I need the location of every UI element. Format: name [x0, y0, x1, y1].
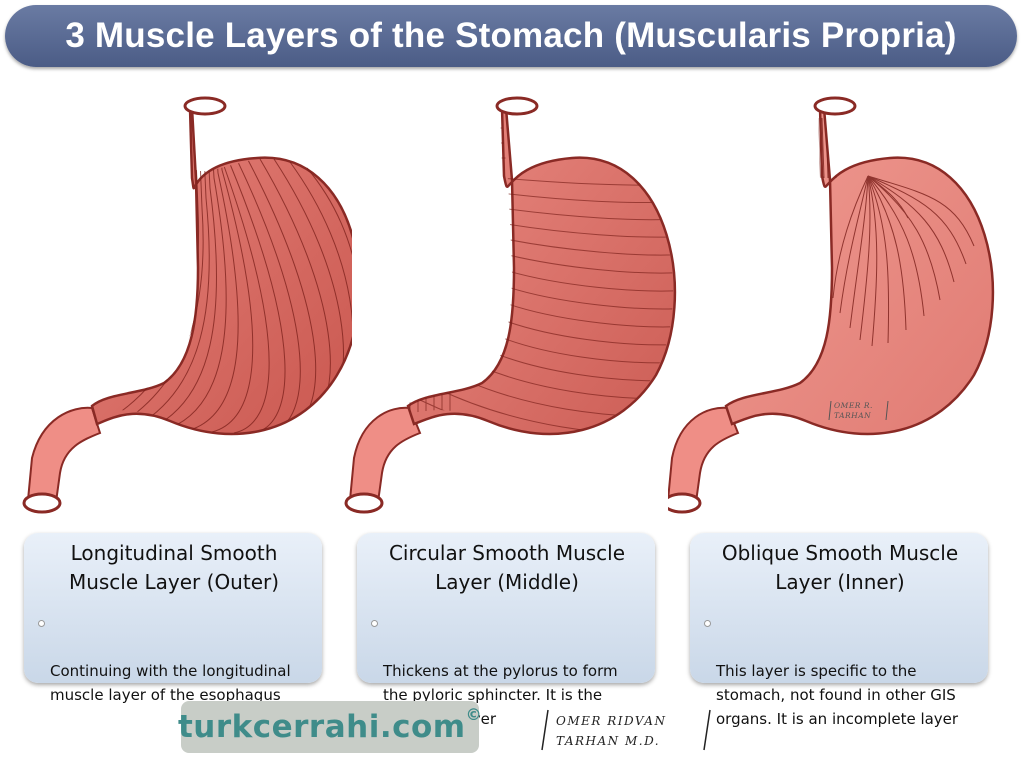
esophagus-opening [813, 96, 857, 116]
svg-text:OMER R.: OMER R. [834, 401, 873, 410]
svg-text:OMER RIDVAN: OMER RIDVAN [556, 714, 666, 728]
title-banner: 3 Muscle Layers of the Stomach (Muscular… [5, 5, 1017, 67]
card-bullet-text: This layer is specific to the stomach, n… [716, 662, 959, 728]
page-title: 3 Muscle Layers of the Stomach (Muscular… [65, 16, 957, 55]
stomach-body [406, 106, 677, 436]
card-longitudinal: Longitudinal Smooth Muscle Layer (Outer)… [24, 533, 322, 704]
bullet-icon [704, 620, 711, 627]
card-heading: Oblique Smooth Muscle Layer (Inner) [721, 541, 959, 594]
esophagus-opening [183, 96, 227, 116]
card-bullet-text: Thickens at the pylorus to form the pylo… [383, 662, 618, 728]
stomach-circular-illustration [344, 96, 677, 514]
card-bullet: This layer is specific to the stomach, n… [704, 611, 976, 731]
card-heading: Circular Smooth Muscle Layer (Middle) [388, 541, 626, 594]
card-bullet: Thickens at the pylorus to form the pylo… [371, 611, 643, 731]
card-bullet: Continuing with the longitudinal muscle … [38, 611, 310, 707]
card-circular: Circular Smooth Muscle Layer (Middle) Th… [357, 533, 655, 728]
author-signature: OMER RIDVAN TARHAN M.D. [541, 709, 711, 751]
duodenum [344, 406, 422, 514]
stomach-longitudinal-illustration [22, 96, 352, 514]
card-oblique: Oblique Smooth Muscle Layer (Inner) This… [690, 533, 988, 728]
svg-text:TARHAN M.D.: TARHAN M.D. [556, 734, 660, 748]
duodenum [22, 406, 102, 514]
bullet-icon [38, 620, 45, 627]
duodenum [668, 406, 740, 514]
esophagus-opening [495, 96, 539, 116]
stomach-oblique-illustration: OMER R. TARHAN [668, 96, 995, 514]
card-heading: Longitudinal Smooth Muscle Layer (Outer) [68, 541, 280, 594]
bullet-icon [371, 620, 378, 627]
brand-logo: turkcerrahi.com© [177, 701, 483, 753]
artist-watermark: OMER R. TARHAN [828, 400, 889, 421]
stomach-body [724, 106, 995, 436]
brand-text: turkcerrahi.com© [177, 705, 483, 745]
svg-text:TARHAN: TARHAN [834, 411, 871, 420]
card-bullet-text: Continuing with the longitudinal muscle … [50, 662, 291, 704]
